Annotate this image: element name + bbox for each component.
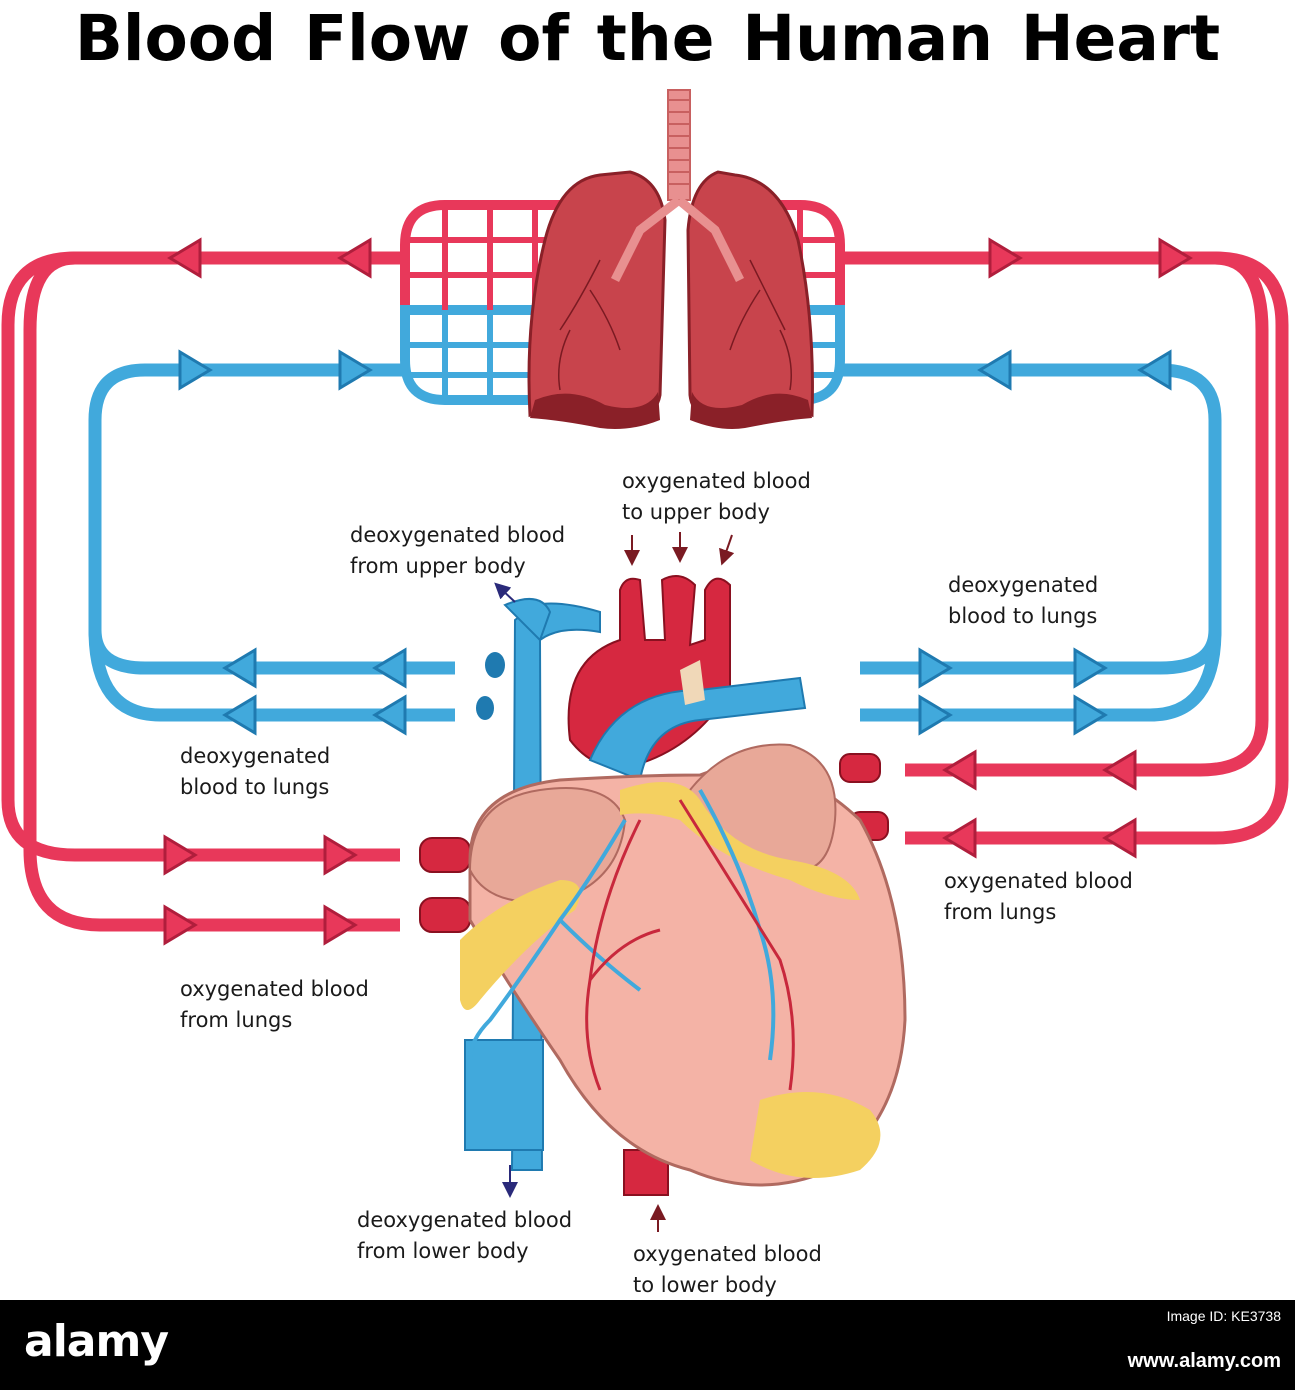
site-url[interactable]: www.alamy.com bbox=[1127, 1350, 1281, 1372]
page-title: Blood Flow of the Human Heart bbox=[74, 2, 1221, 75]
blood-flow-diagram bbox=[1, 89, 1289, 1232]
image-id: Image ID: KE3738 bbox=[1166, 1308, 1281, 1324]
indicator-arrows bbox=[494, 532, 735, 1232]
watermark-bar bbox=[0, 1300, 1295, 1390]
heart bbox=[419, 575, 907, 1196]
alamy-logo: alamy bbox=[24, 1316, 169, 1367]
lungs bbox=[527, 89, 814, 429]
flow-arrows bbox=[163, 237, 1193, 946]
red-inner-loop-left bbox=[23, 251, 400, 932]
blue-loop-right bbox=[840, 363, 1222, 722]
red-outer-loop-right bbox=[840, 251, 1289, 845]
blue-loop-left bbox=[88, 363, 455, 722]
